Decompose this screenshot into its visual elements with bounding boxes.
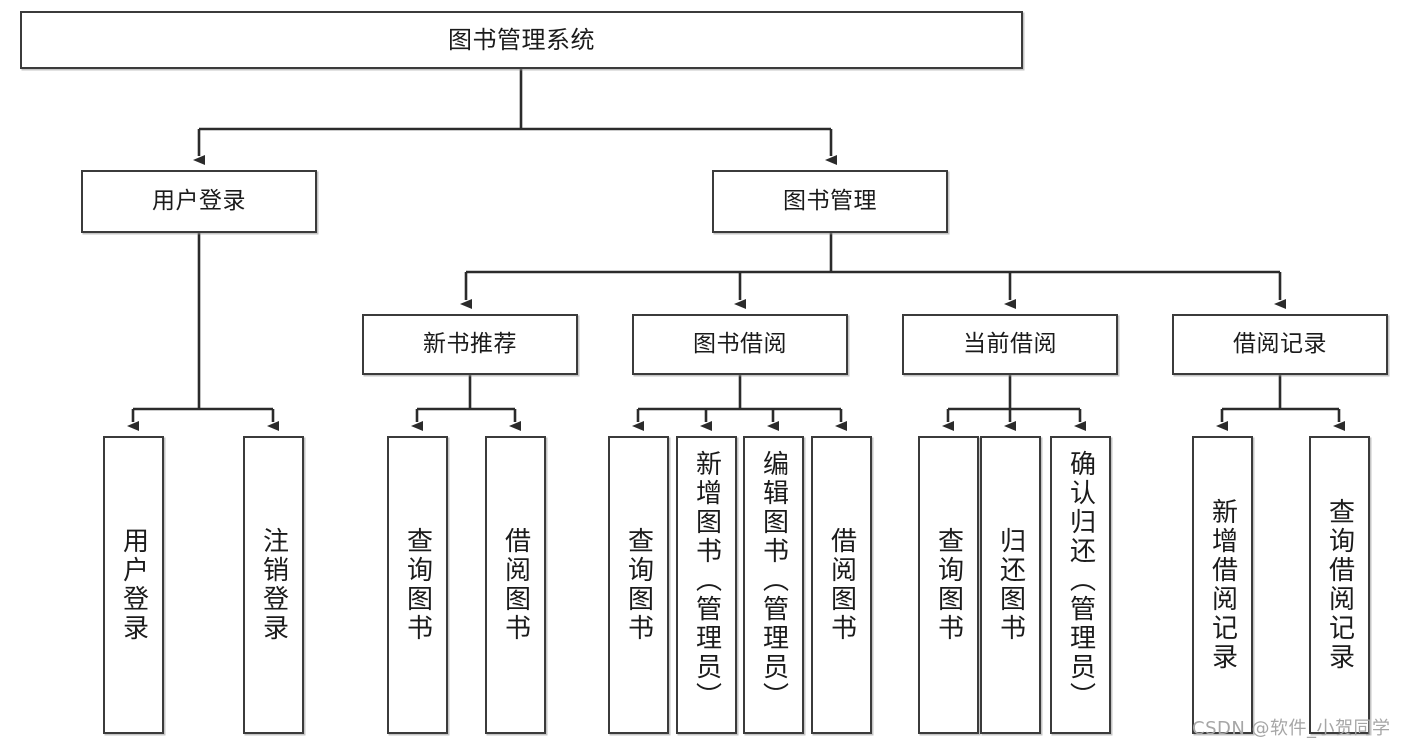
node-leaf-return-book[interactable]: 归还图书	[980, 436, 1041, 734]
node-leaf-user-login[interactable]: 用户登录	[103, 436, 164, 734]
node-book-borrow[interactable]: 图书借阅	[632, 314, 848, 375]
node-label: 借阅图书	[826, 527, 857, 643]
node-leaf-borrow-book[interactable]: 借阅图书	[811, 436, 872, 734]
node-label: 图书借阅	[693, 330, 787, 357]
node-label: 查询图书	[623, 527, 654, 643]
node-leaf-query-book-current[interactable]: 查询图书	[918, 436, 979, 734]
node-label: 新增借阅记录	[1207, 498, 1238, 672]
node-book-management[interactable]: 图书管理	[712, 170, 948, 233]
node-leaf-query-borrow-record[interactable]: 查询借阅记录	[1309, 436, 1370, 734]
node-leaf-add-book-admin[interactable]: 新增图书（管理员）	[676, 436, 737, 734]
node-label: 当前借阅	[963, 330, 1057, 357]
node-leaf-query-book-borrow[interactable]: 查询图书	[608, 436, 669, 734]
node-leaf-logout[interactable]: 注销登录	[243, 436, 304, 734]
node-label: 确认归还（管理员）	[1065, 450, 1096, 711]
node-label: 借阅图书	[500, 527, 531, 643]
node-label: 用户登录	[118, 527, 149, 643]
node-label: 查询借阅记录	[1324, 498, 1355, 672]
node-label: 借阅记录	[1233, 330, 1327, 357]
node-borrow-record[interactable]: 借阅记录	[1172, 314, 1388, 375]
node-label: 查询图书	[402, 527, 433, 643]
node-label: 编辑图书（管理员）	[758, 450, 789, 711]
node-label: 新书推荐	[423, 330, 517, 357]
node-label: 归还图书	[995, 527, 1026, 643]
node-leaf-edit-book-admin[interactable]: 编辑图书（管理员）	[743, 436, 804, 734]
node-label: 新增图书（管理员）	[691, 450, 722, 711]
node-label: 图书管理	[783, 187, 877, 214]
node-leaf-confirm-return-admin[interactable]: 确认归还（管理员）	[1050, 436, 1111, 734]
node-leaf-add-borrow-record[interactable]: 新增借阅记录	[1192, 436, 1253, 734]
node-label: 图书管理系统	[448, 25, 595, 54]
node-label: 注销登录	[258, 527, 289, 643]
watermark-text: CSDN @软件_小贺同学	[1192, 718, 1391, 739]
node-current-borrow[interactable]: 当前借阅	[902, 314, 1118, 375]
node-new-book-recommend[interactable]: 新书推荐	[362, 314, 578, 375]
node-root-system[interactable]: 图书管理系统	[20, 11, 1023, 69]
node-leaf-borrow-book-recommend[interactable]: 借阅图书	[485, 436, 546, 734]
node-user-login[interactable]: 用户登录	[81, 170, 317, 233]
node-label: 查询图书	[933, 527, 964, 643]
node-label: 用户登录	[152, 187, 246, 214]
node-leaf-query-book-recommend[interactable]: 查询图书	[387, 436, 448, 734]
